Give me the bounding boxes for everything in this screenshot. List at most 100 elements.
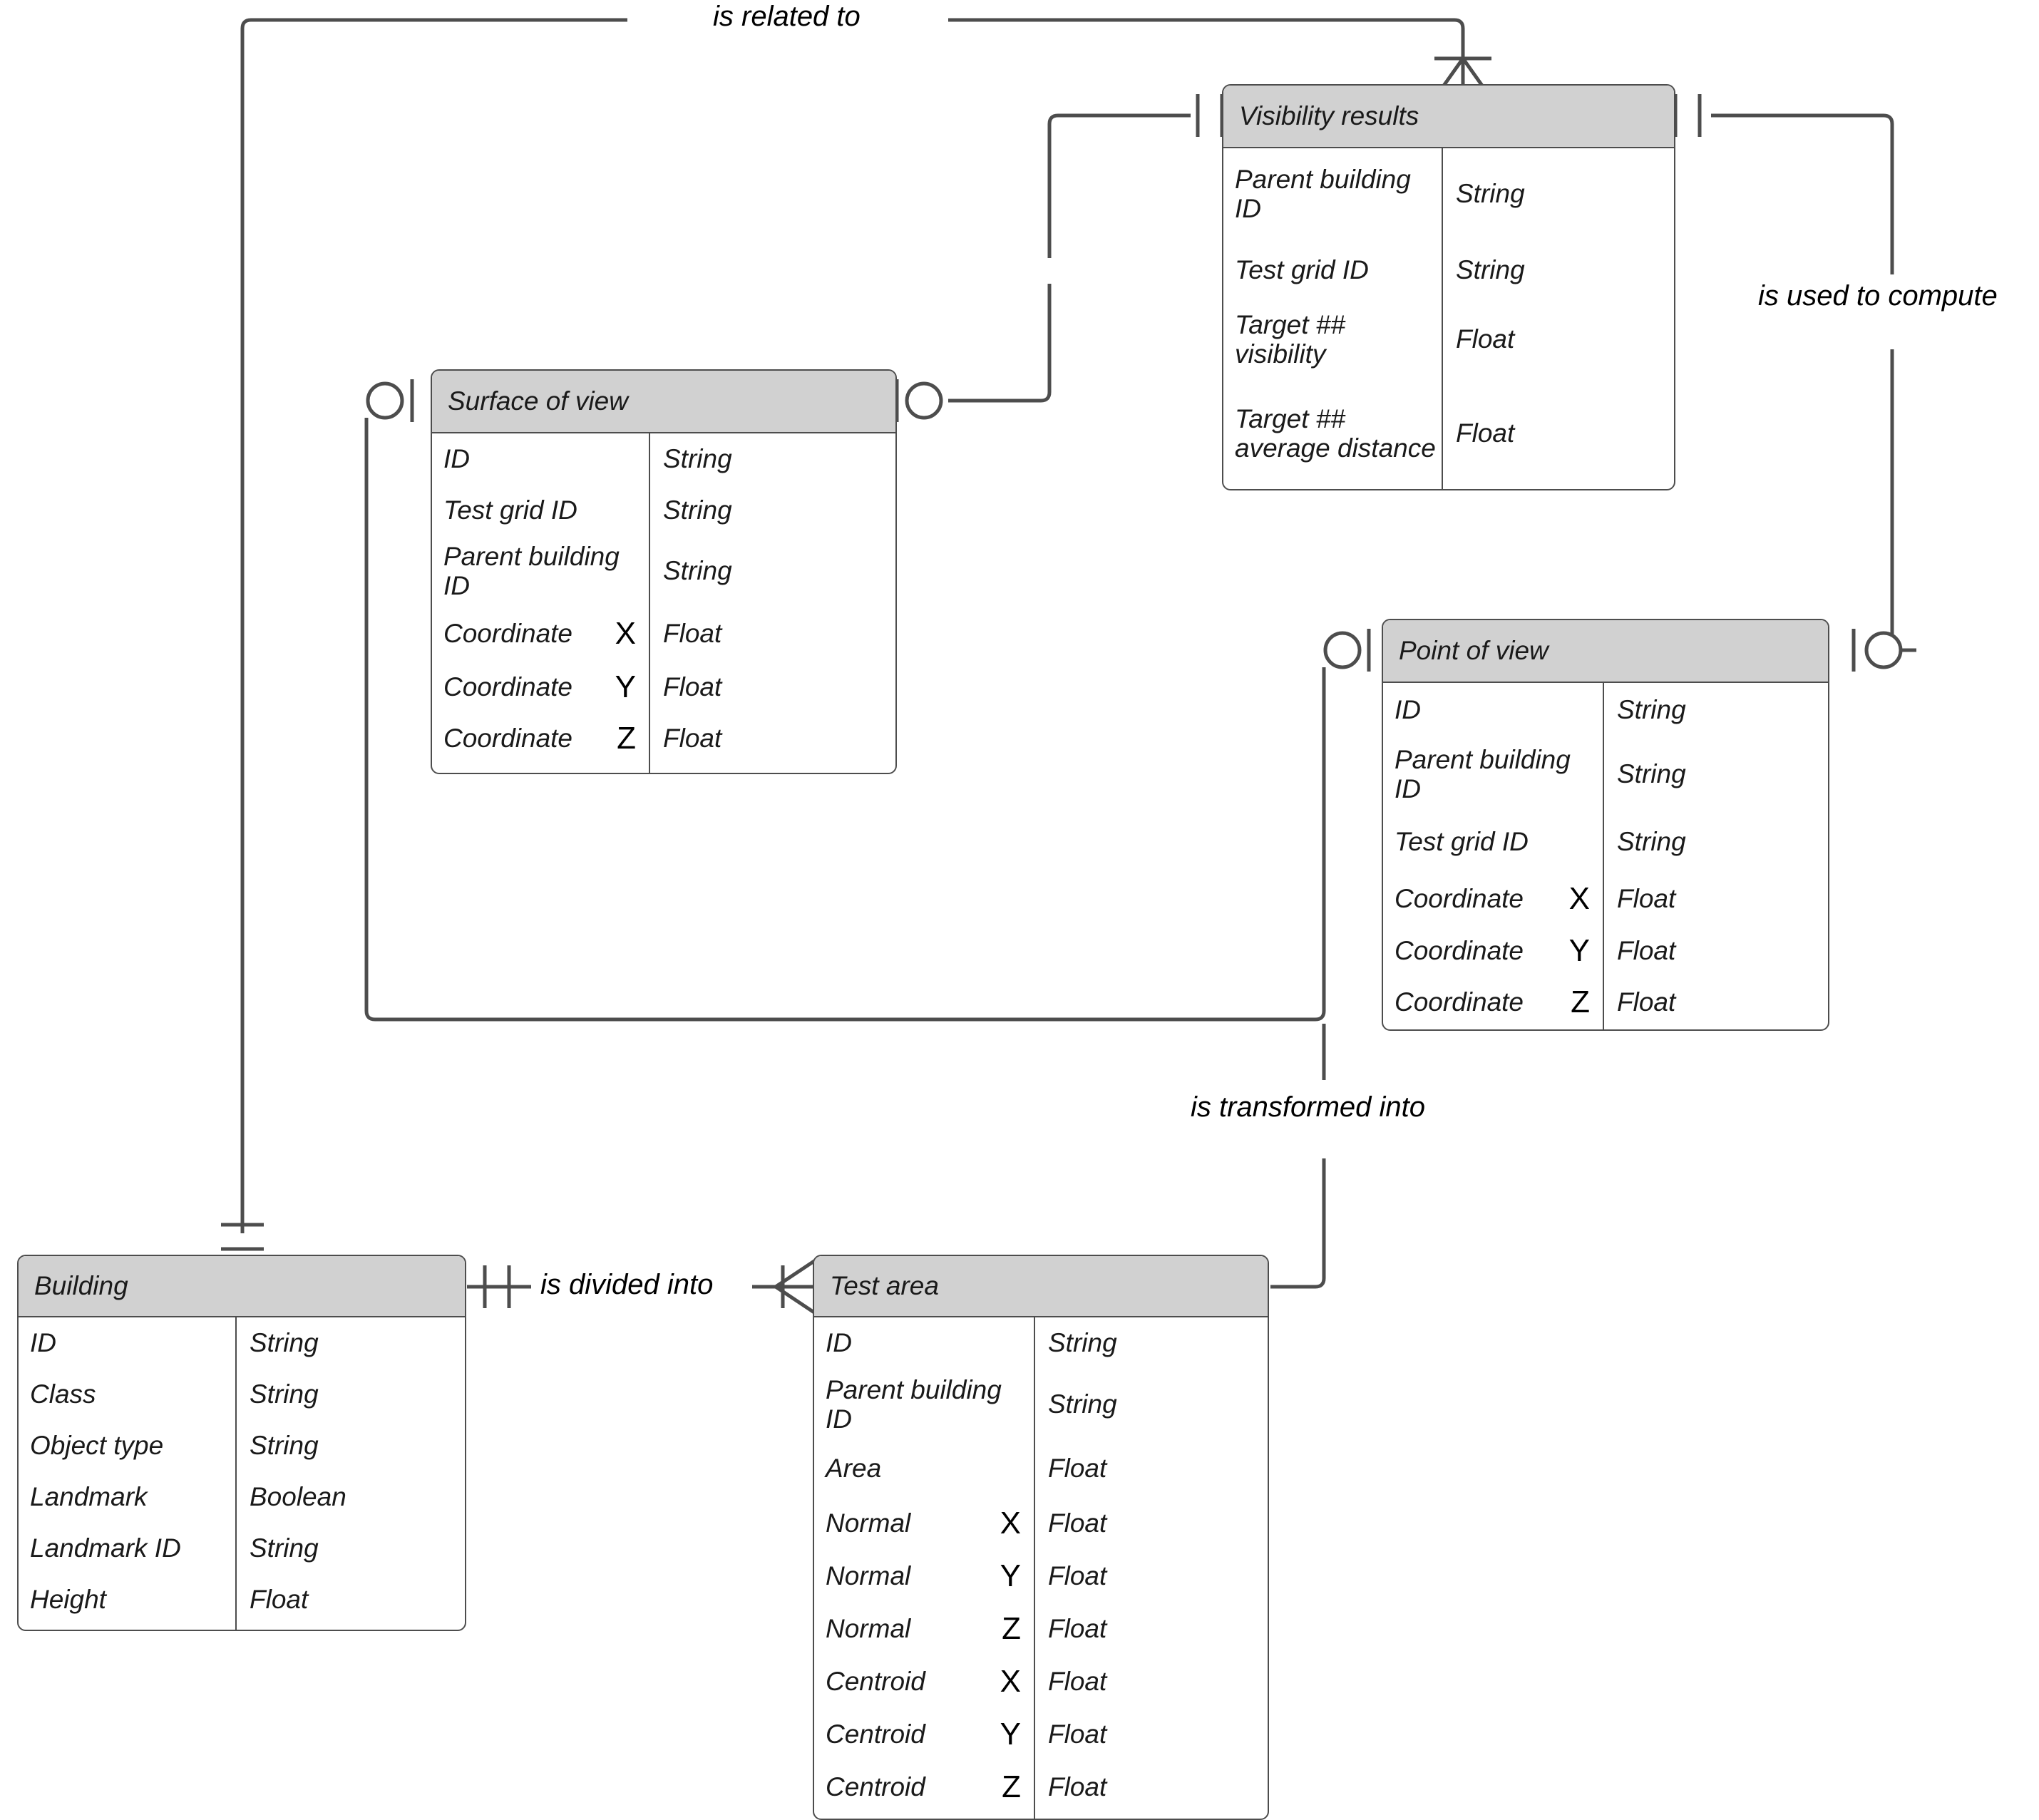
attribute-type-row: Float xyxy=(1035,1708,1268,1761)
attribute-type: Float xyxy=(1048,1508,1107,1538)
attribute-type: Float xyxy=(1048,1561,1107,1591)
attribute-name: Test grid ID xyxy=(1395,827,1529,857)
cardinality-zero-circle-surface-left xyxy=(366,381,404,420)
attribute-type-column: String String String Float Float Float xyxy=(650,433,895,773)
attribute-row: Target ## visibility xyxy=(1223,301,1442,378)
entity-title-building: Building xyxy=(34,1270,128,1300)
attribute-type-row: String xyxy=(237,1369,465,1420)
attribute-name: Parent building ID xyxy=(1395,744,1571,803)
attribute-type: String xyxy=(1617,759,1686,789)
attribute-type: Float xyxy=(1617,987,1676,1017)
attribute-type: String xyxy=(250,1379,319,1409)
attribute-type: String xyxy=(250,1431,319,1461)
attribute-type-row: Boolean xyxy=(237,1471,465,1523)
attribute-name: ID xyxy=(443,444,470,474)
attribute-row: Landmark ID xyxy=(19,1523,235,1574)
attribute-row: ID xyxy=(432,433,649,485)
attribute-name-column: ID Parent building ID Area Normal X Norm… xyxy=(814,1317,1035,1819)
attribute-row: Normal X xyxy=(814,1497,1034,1550)
connector-surface-to-visibility xyxy=(948,113,1191,403)
attribute-axis: X xyxy=(615,616,636,651)
entity-title-surface-of-view: Surface of view xyxy=(448,386,628,416)
attribute-row: Normal Y xyxy=(814,1550,1034,1603)
attribute-row: Test grid ID xyxy=(1383,811,1603,873)
attribute-name-column: Parent building ID Test grid ID Target #… xyxy=(1223,148,1443,489)
attribute-type-row: Float xyxy=(1035,1550,1268,1603)
entity-body-visibility-results: Parent building ID Test grid ID Target #… xyxy=(1223,148,1674,489)
attribute-row: Height xyxy=(19,1574,235,1625)
attribute-type: Float xyxy=(1048,1719,1107,1749)
attribute-type: Float xyxy=(663,619,722,649)
attribute-axis: X xyxy=(1000,1506,1021,1541)
attribute-type-row: Float xyxy=(1443,378,1674,489)
entity-visibility-results[interactable]: Visibility results Parent building ID Te… xyxy=(1222,84,1675,490)
attribute-axis: Z xyxy=(617,721,636,756)
entity-header-surface-of-view: Surface of view xyxy=(432,371,895,433)
cardinality-crowsfoot-testarea-left xyxy=(774,1256,820,1317)
attribute-name: ID xyxy=(826,1328,852,1358)
attribute-type-row: Float xyxy=(650,662,895,713)
attribute-axis: Z xyxy=(1002,1611,1021,1646)
entity-title-visibility-results: Visibility results xyxy=(1239,101,1419,130)
attribute-name: Target ## average distance xyxy=(1235,403,1436,463)
attribute-row: Coordinate X xyxy=(432,606,649,662)
attribute-row: Coordinate Y xyxy=(1383,925,1603,977)
attribute-name: Parent building ID xyxy=(1235,164,1411,223)
attribute-name: Centroid xyxy=(826,1719,925,1749)
relationship-label-is-divided-into: is divided into xyxy=(533,1270,721,1299)
attribute-name: Test grid ID xyxy=(443,495,577,525)
attribute-name: Class xyxy=(30,1379,96,1409)
attribute-type: String xyxy=(663,556,732,586)
connector-is-related-to-right xyxy=(948,18,1465,61)
attribute-axis: Y xyxy=(615,669,636,704)
attribute-type: String xyxy=(250,1533,319,1563)
attribute-row: Centroid X xyxy=(814,1655,1034,1708)
attribute-type-row: Float xyxy=(1443,301,1674,378)
entity-body-point-of-view: ID Parent building ID Test grid ID Coord… xyxy=(1383,683,1828,1029)
attribute-row: Normal Z xyxy=(814,1603,1034,1655)
entity-surface-of-view[interactable]: Surface of view ID Test grid ID Parent b… xyxy=(431,369,897,774)
attribute-type-row: Float xyxy=(1604,925,1828,977)
attribute-axis: X xyxy=(1000,1664,1021,1699)
attribute-type-row: String xyxy=(650,433,895,485)
attribute-row: Landmark xyxy=(19,1471,235,1523)
attribute-type-row: Float xyxy=(1604,873,1828,925)
attribute-name: Height xyxy=(30,1585,106,1615)
entity-test-area[interactable]: Test area ID Parent building ID Area Nor… xyxy=(813,1255,1269,1820)
attribute-type: Float xyxy=(250,1585,309,1615)
attribute-name: Test grid ID xyxy=(1235,255,1369,285)
attribute-name: Landmark xyxy=(30,1482,148,1512)
connector-is-transformed-into-lower xyxy=(1270,1158,1326,1289)
attribute-type: String xyxy=(1048,1328,1117,1358)
attribute-row: ID xyxy=(1383,683,1603,737)
entity-title-point-of-view: Point of view xyxy=(1399,635,1548,665)
cardinality-zero-circle-point-left xyxy=(1323,631,1362,669)
entity-building[interactable]: Building ID Class Object type Landmark L… xyxy=(17,1255,466,1631)
attribute-type-row: Float xyxy=(1035,1761,1268,1814)
attribute-name: Parent building ID xyxy=(443,541,620,600)
entity-body-building: ID Class Object type Landmark Landmark I… xyxy=(19,1317,465,1630)
entity-header-point-of-view: Point of view xyxy=(1383,620,1828,683)
cardinality-zero-circle-surface-right xyxy=(905,381,943,420)
attribute-type: Float xyxy=(1617,936,1676,966)
cardinality-zero-circle-point-right xyxy=(1864,631,1903,669)
attribute-type: Float xyxy=(1456,324,1515,354)
attribute-name: Normal xyxy=(826,1561,911,1591)
connector-is-used-to-compute-lower xyxy=(1881,349,1916,652)
attribute-type-row: String xyxy=(1604,737,1828,811)
entity-body-surface-of-view: ID Test grid ID Parent building ID Coord… xyxy=(432,433,895,773)
attribute-type-row: String xyxy=(650,485,895,536)
attribute-type: String xyxy=(1617,827,1686,857)
entity-body-test-area: ID Parent building ID Area Normal X Norm… xyxy=(814,1317,1268,1819)
attribute-name: Normal xyxy=(826,1508,911,1538)
attribute-type: String xyxy=(1456,179,1525,209)
entity-point-of-view[interactable]: Point of view ID Parent building ID Test… xyxy=(1382,619,1829,1031)
attribute-name: Centroid xyxy=(826,1772,925,1802)
entity-header-building: Building xyxy=(19,1256,465,1317)
attribute-name: Area xyxy=(826,1454,882,1484)
attribute-type-row: Float xyxy=(650,606,895,662)
attribute-type: Float xyxy=(1048,1772,1107,1802)
attribute-row: ID xyxy=(814,1317,1034,1369)
attribute-type-row: String xyxy=(237,1523,465,1574)
